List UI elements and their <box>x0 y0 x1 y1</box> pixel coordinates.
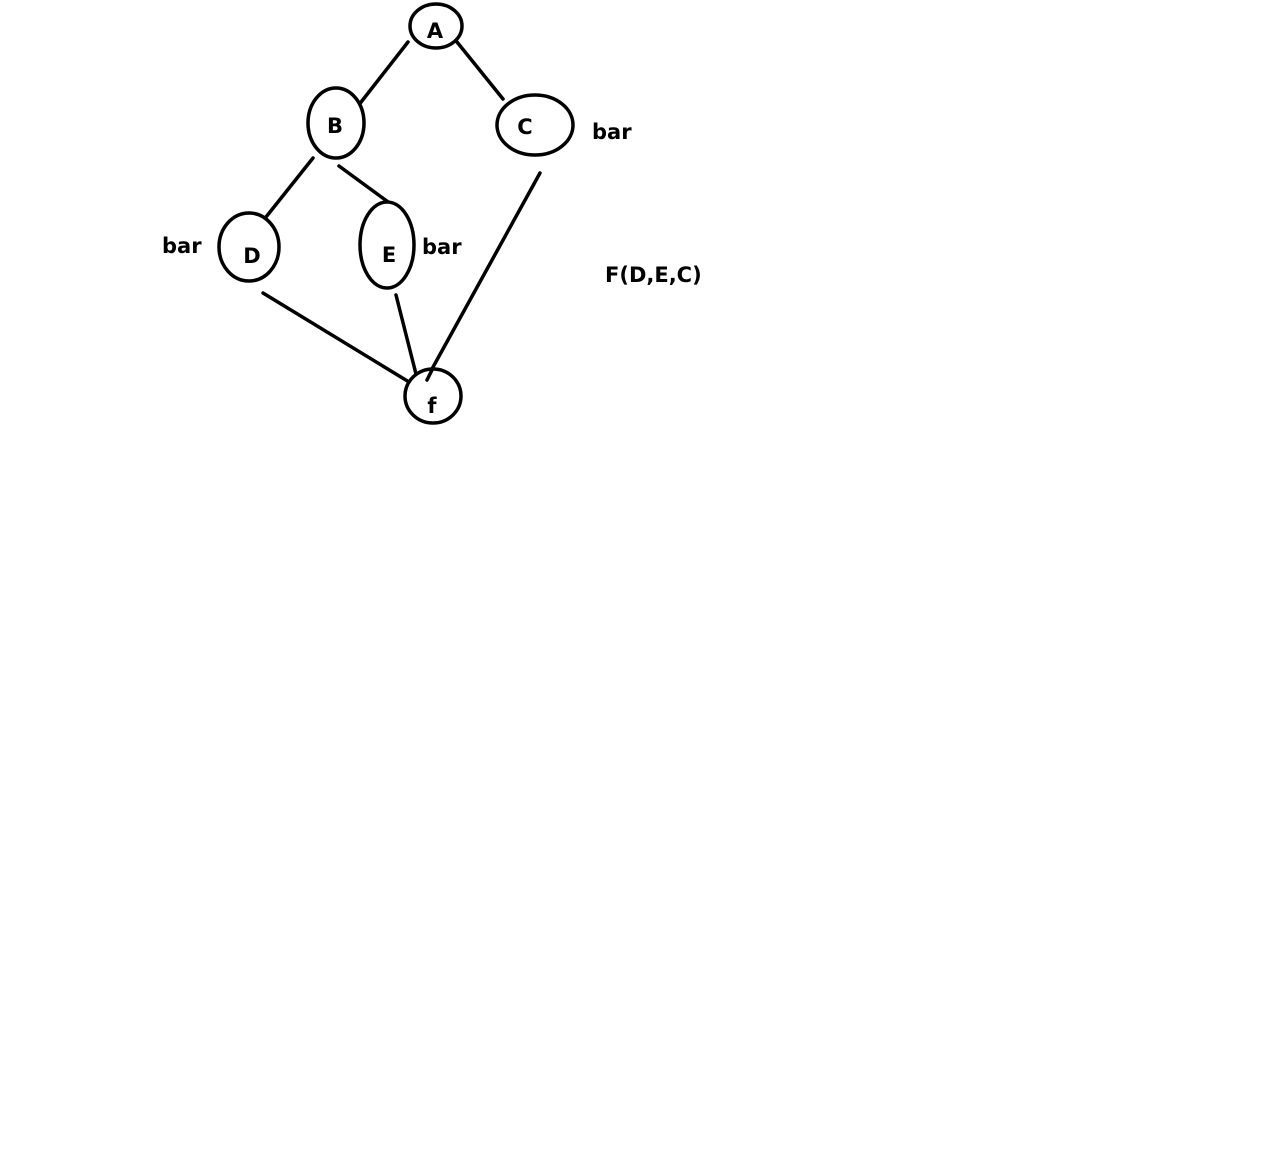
node-b-outline <box>306 86 366 160</box>
node-d-outline <box>217 211 281 283</box>
node-c-label: C <box>517 115 532 139</box>
node-a-outline <box>408 2 464 50</box>
node-d-label: D <box>243 244 260 268</box>
annotation-d-bar: bar <box>162 234 202 258</box>
annotation-c-bar: bar <box>592 120 632 144</box>
edge-a-b <box>356 40 410 108</box>
edge-b-d <box>264 156 315 219</box>
formula-label: F(D,E,C) <box>605 263 702 287</box>
edge-c-f-tip <box>425 368 434 382</box>
node-b-label: B <box>327 114 343 138</box>
node-a-label: A <box>427 19 444 43</box>
node-f: f <box>403 367 463 425</box>
edge-c-f <box>425 171 542 380</box>
edge-e-f <box>394 293 419 380</box>
node-e: E <box>358 200 416 290</box>
annotation-e-bar: bar <box>422 235 462 259</box>
node-c-outline <box>495 93 575 157</box>
node-e-label: E <box>382 243 396 267</box>
node-f-label: f <box>427 394 437 418</box>
edge-a-c <box>455 40 505 101</box>
node-e-outline <box>358 200 416 290</box>
node-b: B <box>306 86 366 160</box>
edges <box>261 40 542 387</box>
node-a: A <box>408 2 464 50</box>
node-d: D <box>217 211 281 283</box>
edge-b-e <box>337 164 397 209</box>
edge-d-f <box>261 291 416 387</box>
node-c: C <box>495 93 575 157</box>
